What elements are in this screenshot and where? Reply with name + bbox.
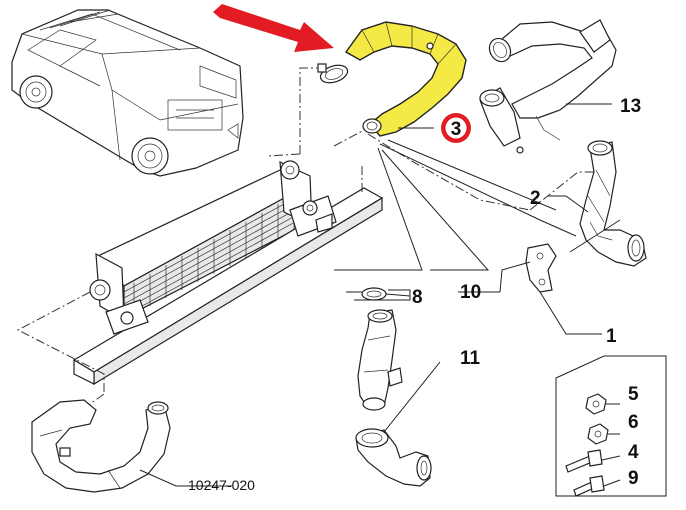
intercooler-assembly	[72, 160, 384, 386]
callout-badge-3: 3	[441, 113, 471, 143]
fasteners-group	[565, 393, 609, 497]
red-arrow-icon	[213, 4, 334, 52]
callout-label-1: 1	[606, 326, 617, 347]
reference-code-label: 10247-020	[188, 477, 255, 493]
bracket-part-1	[525, 243, 557, 293]
leader-lines	[139, 103, 667, 497]
nut-part-5	[585, 393, 607, 415]
hose-part-11	[355, 428, 432, 487]
nut-part-6	[587, 423, 609, 445]
bolt-part-4	[565, 449, 603, 473]
callout-label-9: 9	[628, 468, 639, 489]
callout-label-6: 6	[628, 412, 639, 433]
callout-label-2: 2	[530, 188, 541, 209]
callout-label-5: 5	[628, 384, 639, 405]
callout-label-3: 3	[451, 119, 462, 140]
callout-label-10: 10	[460, 282, 481, 303]
callout-label-13: 13	[620, 96, 641, 117]
hose-part-10247-020	[31, 399, 171, 493]
bolt-part-9	[573, 475, 605, 497]
highlighted-hose-part-3	[344, 21, 467, 137]
hose-clamp-part	[317, 63, 349, 84]
oring-part-8	[361, 287, 387, 301]
pipe-part-2	[579, 140, 647, 267]
hose-part-13	[479, 19, 617, 154]
callout-label-8: 8	[412, 287, 423, 308]
callout-label-4: 4	[628, 442, 639, 463]
pipe-part-10	[357, 309, 403, 411]
callout-label-11: 11	[460, 348, 481, 369]
van-illustration	[11, 9, 244, 177]
